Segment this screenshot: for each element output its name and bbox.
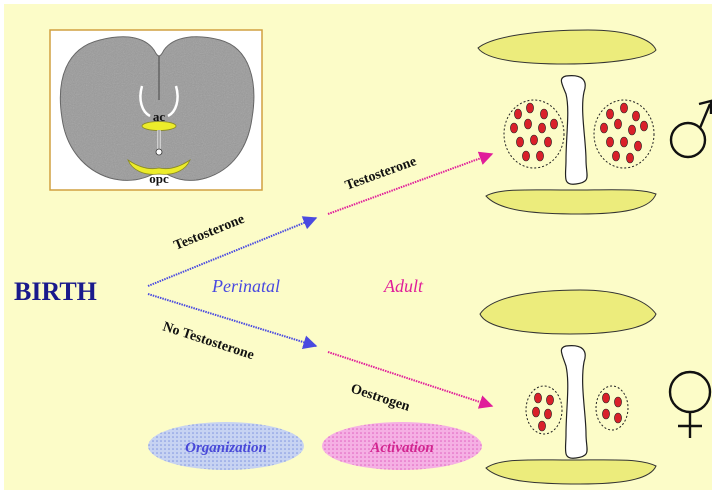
organization-phase: Organization [148,422,304,470]
activation-label: Activation [369,440,433,456]
perinatal-period-label: Perinatal [211,276,280,296]
opc-label: opc [149,171,169,186]
activation-phase: Activation [322,422,482,470]
brain-section-inset: ac opc [50,30,262,190]
birth-label: BIRTH [14,277,97,306]
ac-label: ac [153,109,166,124]
organization-label: Organization [185,440,267,456]
adult-period-label: Adult [383,276,424,296]
